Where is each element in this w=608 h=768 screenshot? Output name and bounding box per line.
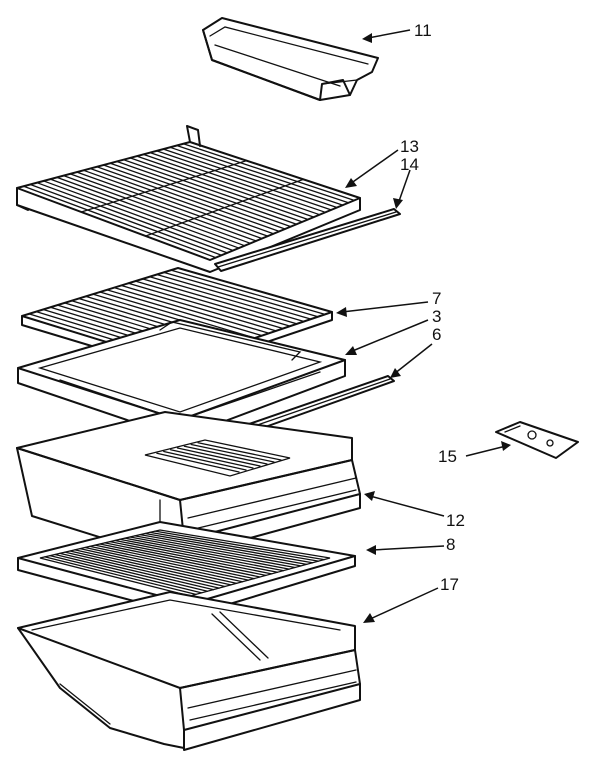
callout-label-12: 12 xyxy=(446,511,465,530)
part-shelf-trim xyxy=(214,208,401,272)
callout-8: 8 xyxy=(366,535,455,555)
part-lower-glass-shelf xyxy=(17,521,356,617)
callout-label-17: 17 xyxy=(440,575,459,594)
callout-label-6: 6 xyxy=(432,325,441,344)
callout-label-7: 7 xyxy=(432,289,441,308)
callout-7: 7 xyxy=(336,289,441,317)
part-humidity-control xyxy=(495,421,579,459)
callout-label-13: 13 xyxy=(400,137,419,156)
callout-11: 11 xyxy=(362,21,432,43)
callout-label-15: 15 xyxy=(438,447,457,466)
callout-15: 15 xyxy=(438,441,511,466)
part-door-bin xyxy=(202,17,379,101)
callout-3: 3 xyxy=(345,307,441,355)
callout-14: 14 xyxy=(393,155,419,209)
part-upper-wire-shelf xyxy=(16,125,361,273)
callout-label-3: 3 xyxy=(432,307,441,326)
callout-label-8: 8 xyxy=(446,535,455,554)
callout-13: 13 xyxy=(345,137,419,188)
part-deli-drawer xyxy=(17,591,361,751)
callout-17: 17 xyxy=(363,575,459,623)
callout-label-14: 14 xyxy=(400,155,419,174)
callout-12: 12 xyxy=(364,491,465,530)
callout-label-11: 11 xyxy=(414,21,432,40)
callout-6: 6 xyxy=(390,325,441,378)
